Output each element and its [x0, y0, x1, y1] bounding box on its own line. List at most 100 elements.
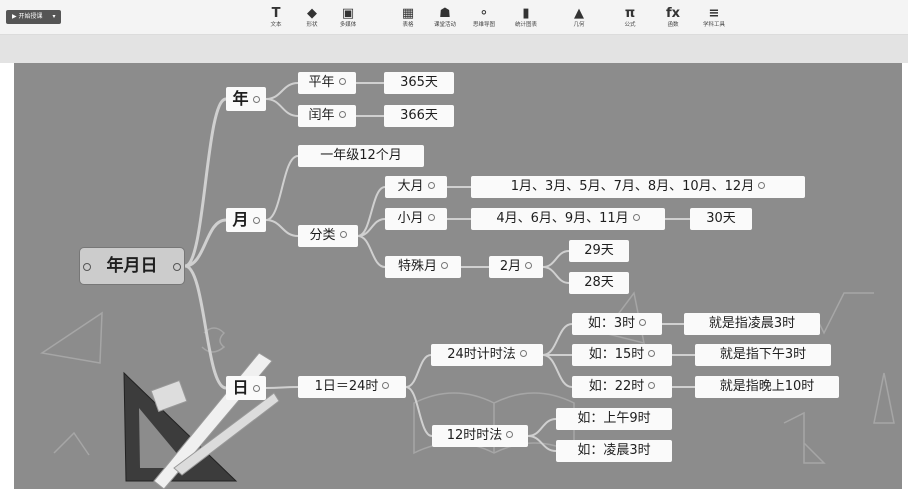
node-example-9am[interactable]: 如：上午9时	[556, 408, 672, 430]
tool-label: 文本	[270, 22, 282, 28]
collapse-icon[interactable]	[83, 263, 91, 271]
link-root-day	[184, 264, 227, 390]
link-24eq-h24	[405, 354, 432, 388]
node-root[interactable]: 年月日	[79, 247, 185, 285]
node-day[interactable]: 日	[226, 376, 266, 400]
function-icon: fx	[665, 6, 681, 21]
geometry-icon: ▲	[574, 6, 584, 21]
collapse-icon[interactable]	[427, 182, 435, 189]
start-teaching-button[interactable]: ▶ 开始授课 ▾	[6, 10, 61, 24]
collapse-icon[interactable]	[339, 231, 347, 238]
doodle-triangle-right	[873, 372, 895, 424]
link-day-24eq	[265, 386, 299, 389]
collapse-icon[interactable]	[758, 182, 766, 189]
tool-geometry-button[interactable]: ▲几何	[561, 6, 597, 29]
link-24eq-h12	[405, 386, 433, 437]
node-small-month-list[interactable]: 4月、6月、9月、11月	[471, 208, 665, 230]
tool-media-button[interactable]: ▣多媒体	[330, 6, 366, 29]
tool-table-button[interactable]: ▦表格	[390, 6, 426, 29]
link-h24-ex3	[542, 323, 573, 356]
formula-icon: π	[624, 6, 636, 21]
collapse-icon[interactable]	[648, 382, 656, 389]
collapse-icon[interactable]	[252, 385, 260, 392]
node-example-3-meaning[interactable]: 就是指凌晨3时	[684, 313, 820, 335]
node-year[interactable]: 年	[226, 87, 266, 111]
node-twelve-months[interactable]: 一年级12个月	[298, 145, 424, 167]
start-teaching-label: ▶ 开始授课	[12, 13, 43, 20]
node-example-22[interactable]: 如：22时	[572, 376, 672, 398]
collapse-icon[interactable]	[252, 96, 260, 103]
tool-chart-button[interactable]: ▮统计图表	[508, 6, 544, 29]
tool-activity-button[interactable]: ☗课堂活动	[427, 6, 463, 29]
node-example-3am[interactable]: 如：凌晨3时	[556, 440, 672, 462]
collapse-icon[interactable]	[338, 111, 346, 118]
activity-icon: ☗	[439, 6, 451, 21]
node-example-3[interactable]: 如：3时	[572, 313, 662, 335]
collapse-icon[interactable]	[639, 319, 647, 326]
node-28-days[interactable]: 28天	[569, 272, 629, 294]
tool-subject-tools-button[interactable]: ≡学科工具	[696, 6, 732, 29]
link-year-common	[265, 82, 299, 100]
node-category[interactable]: 分类	[298, 225, 358, 247]
link-h12-dawn3	[527, 435, 557, 452]
node-example-22-meaning[interactable]: 就是指晚上10时	[695, 376, 839, 398]
doodle-three	[201, 327, 226, 353]
node-special-month[interactable]: 特殊月	[385, 256, 461, 278]
mindmap-canvas[interactable]: 年月日 年 平年 365天 闰年 366天 月 一年级12个月 分类 大月 1月…	[14, 63, 902, 489]
tool-mindmap-button[interactable]: ⚬思维导图	[466, 6, 502, 29]
node-example-15-meaning[interactable]: 就是指下午3时	[695, 344, 831, 366]
node-big-month[interactable]: 大月	[385, 176, 447, 198]
mindmap-links	[184, 82, 695, 452]
ribbon-band	[0, 35, 908, 63]
node-small-month[interactable]: 小月	[385, 208, 447, 230]
node-leap-year[interactable]: 闰年	[298, 105, 356, 127]
collapse-icon[interactable]	[506, 431, 514, 438]
link-year-leap	[265, 98, 299, 117]
tool-label: 公式	[624, 22, 636, 28]
tool-label: 几何	[573, 22, 585, 28]
collapse-icon[interactable]	[525, 262, 533, 269]
doodle-angle-left	[53, 431, 90, 456]
tool-label: 统计图表	[514, 22, 537, 28]
table-icon: ▦	[401, 6, 415, 21]
link-feb-29	[542, 250, 570, 268]
node-big-month-list[interactable]: 1月、3月、5月、7月、8月、10月、12月	[471, 176, 805, 198]
collapse-icon[interactable]	[382, 382, 390, 389]
tool-label: 学科工具	[702, 22, 725, 28]
collapse-icon[interactable]	[252, 217, 260, 224]
collapse-icon[interactable]	[519, 350, 527, 357]
node-february[interactable]: 2月	[489, 256, 543, 278]
node-day-24-hours[interactable]: 1日＝24时	[298, 376, 406, 398]
node-365-days[interactable]: 365天	[384, 72, 454, 94]
link-root-year	[184, 97, 227, 268]
collapse-icon[interactable]	[441, 262, 448, 269]
chevron-down-icon[interactable]: ▾	[52, 13, 56, 20]
collapse-icon[interactable]	[427, 214, 435, 221]
collapse-icon[interactable]	[338, 78, 346, 85]
tool-label: 思维导图	[472, 22, 495, 28]
link-root-month	[184, 218, 227, 268]
node-24-hour-system[interactable]: 24时计时法	[431, 344, 543, 366]
collapse-icon[interactable]	[632, 214, 640, 221]
link-h24-ex22	[542, 354, 573, 388]
doodle-four	[783, 411, 826, 464]
node-30-days[interactable]: 30天	[690, 208, 752, 230]
node-example-15[interactable]: 如：15时	[572, 344, 672, 366]
link-h12-am9	[527, 418, 557, 437]
node-29-days[interactable]: 29天	[569, 240, 629, 262]
tool-label: 函数	[667, 22, 679, 28]
node-366-days[interactable]: 366天	[384, 105, 454, 127]
link-cat-special	[357, 235, 386, 268]
node-common-year[interactable]: 平年	[298, 72, 356, 94]
mindmap-icon: ⚬	[478, 6, 490, 21]
node-month[interactable]: 月	[226, 208, 266, 232]
collapse-icon[interactable]	[173, 263, 181, 271]
tool-shape-button[interactable]: ◆形状	[294, 6, 330, 29]
collapse-icon[interactable]	[648, 350, 656, 357]
node-12-hour-system[interactable]: 12时时法	[432, 425, 528, 447]
text-icon: T	[271, 6, 281, 21]
media-icon: ▣	[341, 6, 355, 21]
